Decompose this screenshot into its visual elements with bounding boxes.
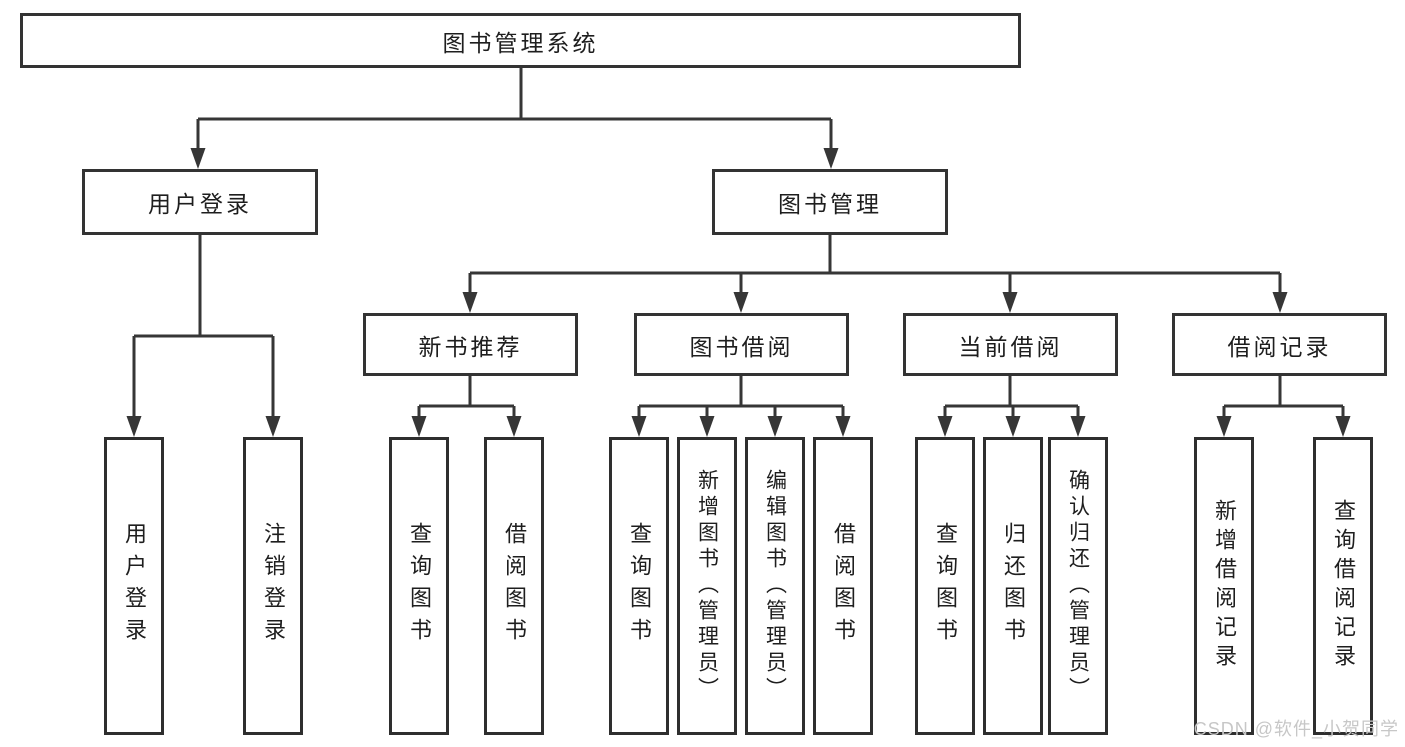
- leaf-label: 借阅图书: [502, 522, 527, 650]
- leaf-label: 归还图书: [1001, 522, 1026, 650]
- leaf-label: 用户登录: [122, 522, 147, 650]
- leaf-borrow-query-book: 查询图书: [609, 437, 669, 735]
- leaf-record-add-borrow-record: 新增借阅记录: [1194, 437, 1254, 735]
- leaf-label: 查询图书: [407, 522, 432, 650]
- node-book-borrow: 图书借阅: [634, 313, 849, 376]
- leaf-label: 确认归还（管理员）: [1066, 469, 1090, 703]
- leaf-record-query-borrow-record: 查询借阅记录: [1313, 437, 1373, 735]
- leaf-borrow-borrow-book: 借阅图书: [813, 437, 873, 735]
- leaf-logout: 注销登录: [243, 437, 303, 735]
- leaf-label: 查询图书: [933, 522, 958, 650]
- leaf-label: 注销登录: [261, 522, 286, 650]
- node-label: 图书管理系统: [442, 29, 599, 56]
- node-new-book-recommend: 新书推荐: [363, 313, 578, 376]
- leaf-label: 编辑图书（管理员）: [763, 469, 787, 703]
- node-label: 图书借阅: [689, 333, 794, 360]
- leaf-borrow-edit-book-admin: 编辑图书（管理员）: [745, 437, 805, 735]
- node-label: 借阅记录: [1227, 333, 1332, 360]
- node-user-login: 用户登录: [82, 169, 318, 235]
- leaf-label: 查询图书: [627, 522, 652, 650]
- leaf-current-return-book: 归还图书: [983, 437, 1043, 735]
- node-label: 当前借阅: [958, 333, 1063, 360]
- node-label: 图书管理: [778, 191, 882, 217]
- node-label: 新书推荐: [418, 333, 523, 360]
- node-borrow-record: 借阅记录: [1172, 313, 1387, 376]
- leaf-current-confirm-return-admin: 确认归还（管理员）: [1048, 437, 1108, 735]
- leaf-user-login: 用户登录: [104, 437, 164, 735]
- leaf-label: 新增图书（管理员）: [695, 469, 719, 703]
- leaf-label: 借阅图书: [831, 522, 856, 650]
- leaf-label: 新增借阅记录: [1212, 499, 1237, 673]
- leaf-newbook-borrow-book: 借阅图书: [484, 437, 544, 735]
- node-library-system-root: 图书管理系统: [20, 13, 1021, 68]
- leaf-current-query-book: 查询图书: [915, 437, 975, 735]
- leaf-label: 查询借阅记录: [1331, 499, 1356, 673]
- leaf-borrow-add-book-admin: 新增图书（管理员）: [677, 437, 737, 735]
- csdn-watermark: CSDN @软件_小贺同学: [1193, 719, 1399, 739]
- leaf-newbook-query-book: 查询图书: [389, 437, 449, 735]
- node-label: 用户登录: [148, 191, 252, 217]
- node-book-management: 图书管理: [712, 169, 948, 235]
- node-current-borrow: 当前借阅: [903, 313, 1118, 376]
